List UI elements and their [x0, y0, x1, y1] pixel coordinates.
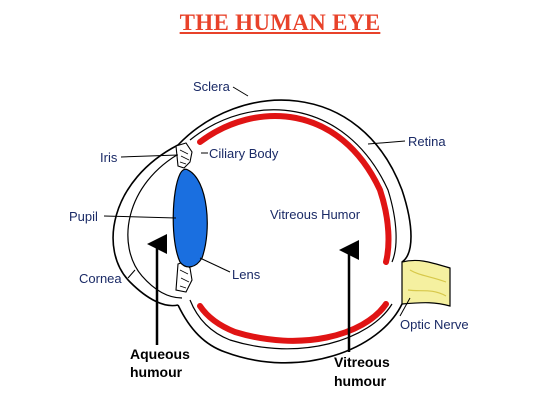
sclera	[177, 99, 412, 364]
cornea	[112, 144, 179, 307]
label-ciliary-body: Ciliary Body	[209, 146, 279, 161]
cornea-inner	[127, 151, 183, 299]
label-iris: Iris	[100, 150, 118, 165]
label-pupil: Pupil	[69, 209, 98, 224]
label-sclera: Sclera	[193, 79, 231, 94]
label-vitreous-humor: Vitreous Humor	[270, 207, 361, 222]
label-aqueous-humour-1: Aqueous	[130, 346, 190, 362]
label-aqueous-humour-2: humour	[130, 364, 183, 380]
lens	[172, 168, 208, 268]
label-retina: Retina	[408, 134, 446, 149]
label-cornea: Cornea	[79, 271, 122, 286]
label-vitreous-humour-2: humour	[334, 373, 387, 389]
label-optic-nerve: Optic Nerve	[400, 317, 469, 332]
sclera-inner-line	[189, 109, 397, 350]
ciliary-body-upper	[175, 142, 193, 169]
page-title: THE HUMAN EYE	[179, 10, 381, 35]
label-lens: Lens	[232, 267, 261, 282]
retina-lower	[197, 301, 389, 344]
label-vitreous-humour-1: Vitreous	[334, 354, 390, 370]
retina	[197, 113, 392, 265]
